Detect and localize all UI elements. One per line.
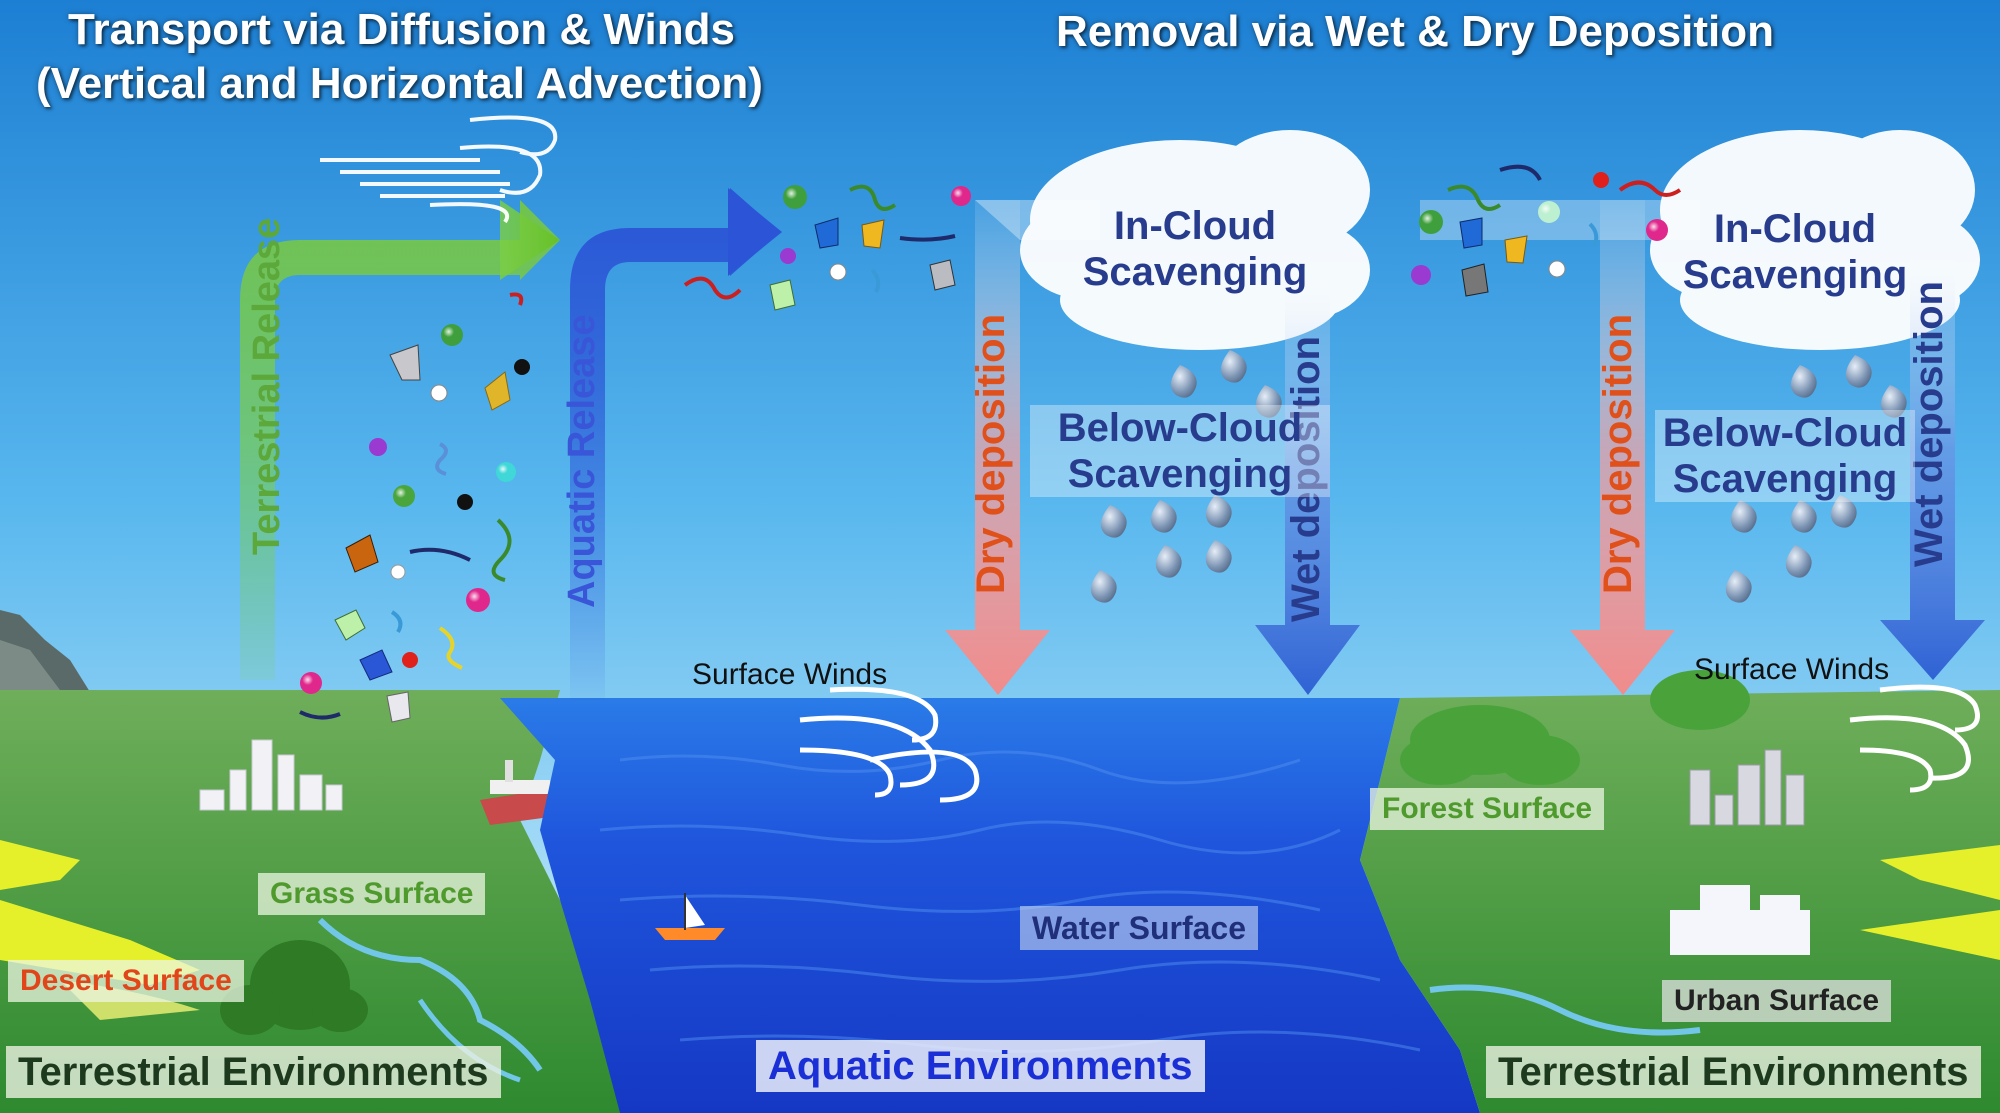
label-line: Scavenging <box>1067 452 1293 496</box>
title-removal: Removal via Wet & Dry Deposition <box>1056 7 1775 56</box>
label-urban-surface: Urban Surface <box>1662 980 1892 1022</box>
wet-deposition-arrow-left <box>1255 280 1360 695</box>
label-aquatic-release: Aquatic Release <box>561 314 603 608</box>
label-below-cloud-scavenging-right: Below-Cloud Scavenging <box>1655 410 1915 502</box>
dry-deposition-arrow-left <box>945 200 1050 695</box>
label-dry-deposition-right: Dry deposition <box>1596 313 1640 595</box>
label-water-surface: Water Surface <box>1020 906 1258 950</box>
label-surface-winds-left: Surface Winds <box>692 658 888 691</box>
title-transport-line1: Transport via Diffusion & Winds <box>68 5 735 54</box>
surface-wind-icon-right <box>1849 684 1980 793</box>
label-line: Below-Cloud <box>1662 411 1908 455</box>
label-desert-surface: Desert Surface <box>8 960 244 1002</box>
label-line: In-Cloud <box>1713 207 1877 251</box>
city-right <box>1689 749 1805 826</box>
label-line: In-Cloud <box>1113 204 1277 248</box>
cloud-left <box>1020 130 1370 350</box>
label-wet-deposition-right: Wet deposition <box>1907 281 1951 567</box>
city-left <box>199 739 343 811</box>
label-forest-surface: Forest Surface <box>1370 788 1605 830</box>
pollutant-particles-icon <box>299 164 1682 723</box>
terrestrial-release-arrow <box>240 200 560 680</box>
forest-right <box>1400 670 1750 785</box>
label-line: Below-Cloud <box>1057 406 1303 450</box>
wind-gust-icon <box>320 115 558 224</box>
label-terrestrial-environments-left: Terrestrial Environments <box>6 1046 501 1098</box>
label-surface-winds-right: Surface Winds <box>1694 653 1890 686</box>
label-terrestrial-release: Terrestrial Release <box>246 217 288 555</box>
label-line: Scavenging <box>1682 253 1908 297</box>
trees-left <box>220 940 368 1035</box>
surface-wind-icon-left <box>799 686 980 803</box>
urban-buildings <box>1670 885 1810 955</box>
label-line: Scavenging <box>1672 457 1898 501</box>
label-line: Scavenging <box>1082 250 1308 294</box>
label-terrestrial-environments-right: Terrestrial Environments <box>1486 1046 1981 1098</box>
label-below-cloud-scavenging-left: Below-Cloud Scavenging <box>1030 405 1330 497</box>
title-transport-line2: (Vertical and Horizontal Advection) <box>36 59 763 108</box>
label-in-cloud-scavenging-left: In-Cloud Scavenging <box>1060 203 1330 295</box>
raindrop-icons <box>1090 350 1907 603</box>
dry-deposition-arrow-right <box>1570 200 1675 695</box>
wet-deposition-arrow-right <box>1880 260 1985 680</box>
label-dry-deposition-left: Dry deposition <box>969 313 1013 595</box>
aquatic-release-arrow <box>570 188 782 700</box>
label-in-cloud-scavenging-right: In-Cloud Scavenging <box>1665 206 1925 298</box>
label-grass-surface: Grass Surface <box>258 873 486 915</box>
label-aquatic-environments: Aquatic Environments <box>756 1040 1205 1092</box>
boat <box>655 893 725 940</box>
